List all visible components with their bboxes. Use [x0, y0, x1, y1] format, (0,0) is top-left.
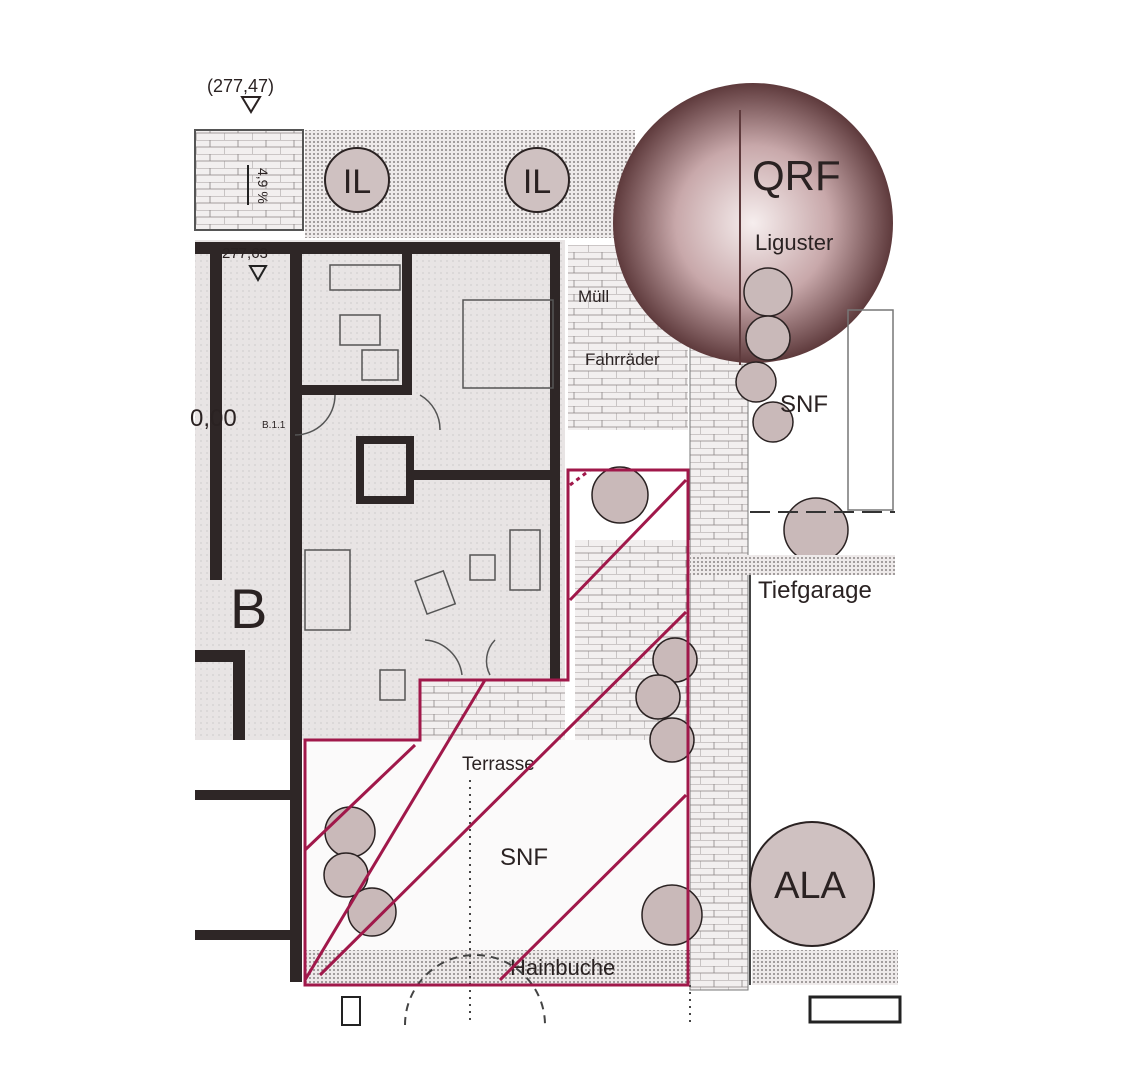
liguster-label: Liguster: [755, 230, 833, 255]
muell-label: Müll: [578, 287, 609, 306]
fahrraeder-label: Fahrräder: [585, 350, 660, 369]
furniture: [294, 264, 554, 701]
property-boundary: [303, 468, 690, 987]
snf-garden-label: SNF: [500, 844, 548, 871]
tree-il-1-label: IL: [343, 163, 371, 201]
hainbuche-hedge: [305, 950, 690, 985]
unit-id-label: B.1.1: [262, 420, 286, 431]
entry-elevation-marker-icon: [248, 265, 268, 283]
path-paving: [689, 339, 749, 991]
tree-qrf: [613, 83, 893, 363]
shrubs-right: [735, 267, 849, 563]
tree-qrf-label: QRF: [752, 152, 841, 199]
hedge-right: [752, 950, 898, 985]
tiefgarage-label: Tiefgarage: [758, 577, 872, 604]
level-zero-label: 0,00: [190, 405, 237, 432]
entry-elevation-label: 277,63: [222, 245, 268, 262]
tree-il-2: [504, 147, 570, 213]
tree-il-2-label: IL: [523, 163, 551, 201]
tree-il-1: [324, 147, 390, 213]
elevation-marker-icon: [240, 96, 262, 114]
building-label: B: [230, 577, 267, 640]
grate: [808, 995, 902, 1024]
tree-ala-label: ALA: [774, 865, 846, 907]
hainbuche-label: Hainbuche: [510, 955, 615, 980]
elevation-top-label: (277,47): [207, 76, 274, 96]
terrasse-label: Terrasse: [462, 754, 535, 775]
snf-right-label: SNF: [780, 391, 828, 418]
slope-label: 4,9 %: [255, 168, 271, 204]
tree-ala: [749, 821, 875, 947]
walls: [195, 242, 560, 982]
